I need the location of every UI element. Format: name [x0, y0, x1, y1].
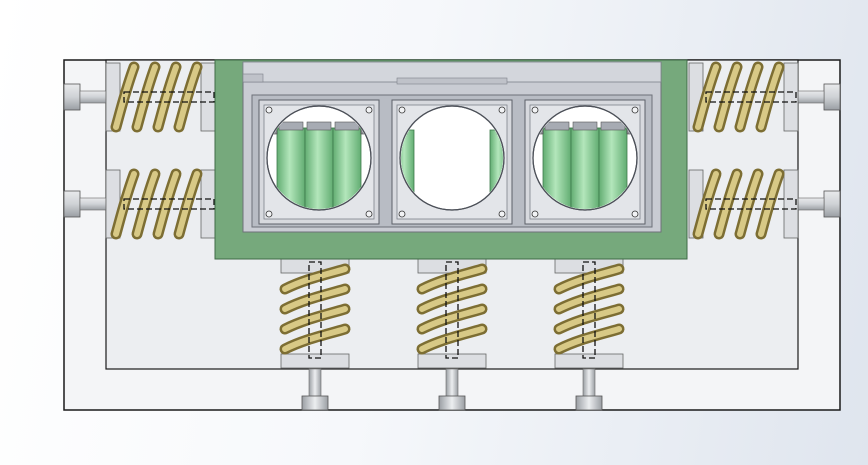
fan-enclosure: [242, 61, 662, 233]
side-spring-left-2: [63, 168, 216, 240]
battery-cell-1-2: [304, 127, 334, 209]
battery-pack-3: [534, 121, 636, 209]
fan-module-1: [258, 99, 380, 225]
side-spring-right-2: [688, 168, 841, 240]
side-spring-left-1: [63, 61, 216, 133]
side-spring-right-1: [688, 61, 841, 133]
bottom-spring-1: [279, 258, 351, 411]
fan-module-3: [524, 99, 646, 225]
battery-cell-3-2: [570, 127, 600, 209]
bottom-spring-3: [553, 258, 625, 411]
fan-module-2: [391, 99, 513, 225]
bottom-spring-2: [416, 258, 488, 411]
